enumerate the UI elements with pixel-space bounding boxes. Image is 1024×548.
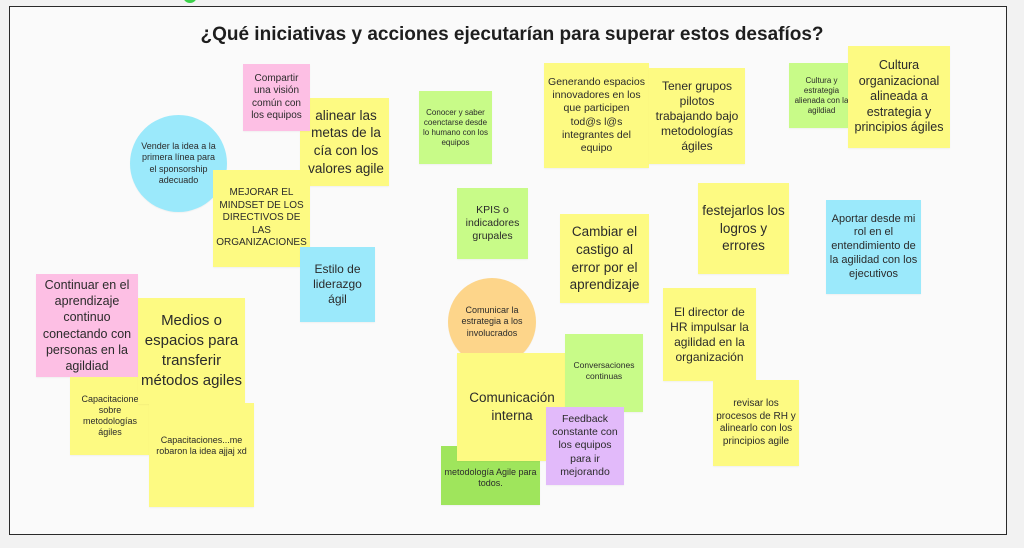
sticky-note[interactable]: Conocer y saber coenctarse desde lo huma…: [419, 91, 492, 164]
circle-note[interactable]: Vender la idea a la primera línea para e…: [130, 115, 227, 212]
circle-note[interactable]: Comunicar la estrategia a los involucrad…: [448, 278, 536, 366]
sticky-note[interactable]: Conversaciones continuas: [565, 334, 643, 412]
sticky-note[interactable]: alinear las metas de la cía con los valo…: [300, 98, 389, 186]
sticky-note[interactable]: El director de HR impulsar la agilidad e…: [663, 288, 756, 381]
sticky-note[interactable]: festejarlos los logros y errores: [698, 183, 789, 274]
sticky-note[interactable]: Cultura organizacional alineada a estrat…: [848, 46, 950, 148]
sticky-note[interactable]: Compartir una visión común con los equip…: [243, 64, 310, 131]
sticky-note[interactable]: Capacitaciones...me robaron la idea ajja…: [149, 403, 254, 507]
sticky-note[interactable]: Generando espacios innovadores en los qu…: [544, 63, 649, 168]
sticky-note[interactable]: Aportar desde mi rol en el entendimiento…: [826, 200, 921, 294]
sticky-note[interactable]: Cambiar el castigo al error por el apren…: [560, 214, 649, 303]
sticky-note[interactable]: Continuar en el aprendizaje continuo con…: [36, 274, 138, 377]
sticky-note[interactable]: KPIS o indicadores grupales: [457, 188, 528, 259]
sticky-note[interactable]: Tener grupos pilotos trabajando bajo met…: [649, 68, 745, 164]
sticky-note[interactable]: Medios o espacios para transferir método…: [138, 298, 245, 404]
sticky-note[interactable]: Feedback constante con los equipos para …: [546, 407, 624, 485]
sticky-note[interactable]: Cultura y estrategia alienada con la agi…: [789, 63, 854, 128]
sticky-note[interactable]: Capacitacione sobre metodologías ágiles: [70, 377, 150, 455]
sticky-note[interactable]: revisar los procesos de RH y alinearlo c…: [713, 380, 799, 466]
sticky-note[interactable]: Estilo de liderazgo ágil: [300, 247, 375, 322]
sticky-note[interactable]: MEJORAR EL MINDSET DE LOS DIRECTIVOS DE …: [213, 170, 310, 267]
board-title: ¿Qué iniciativas y acciones ejecutarían …: [200, 24, 824, 45]
presence-indicator: [183, 0, 197, 3]
